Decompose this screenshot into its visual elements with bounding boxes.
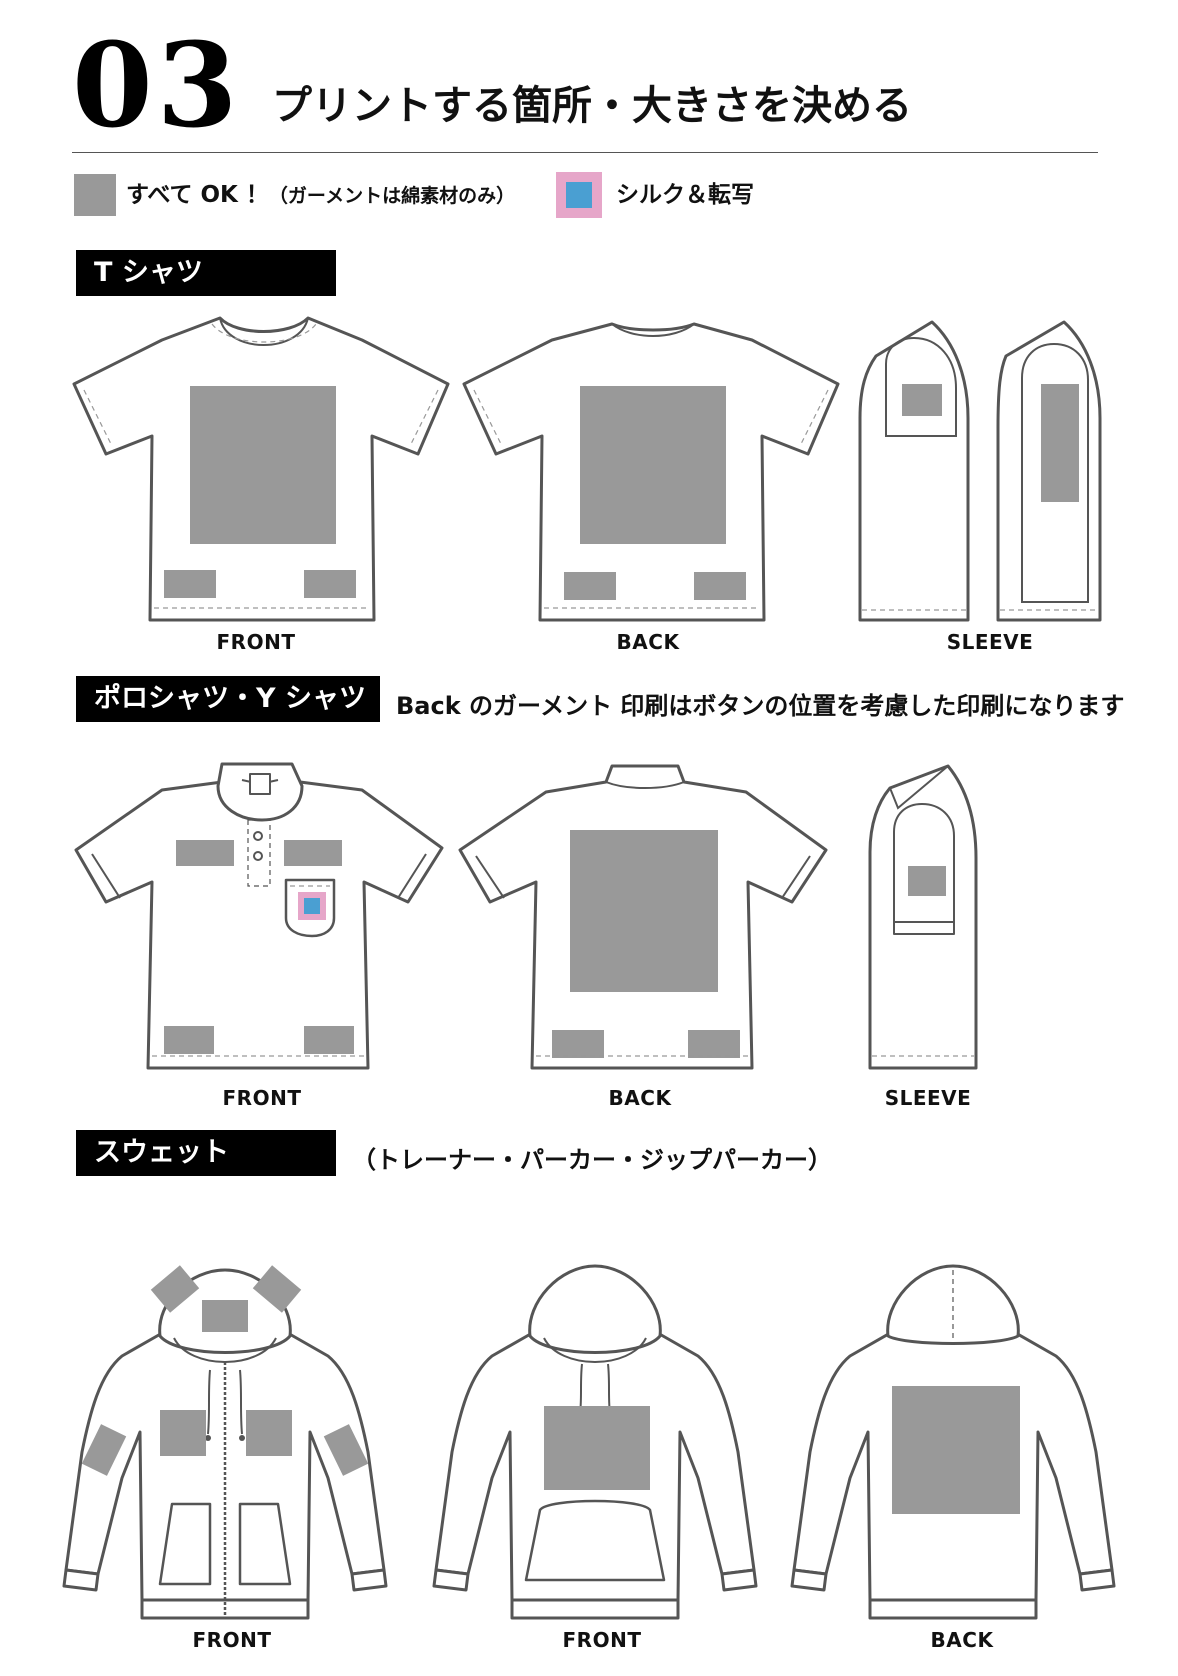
polo-front-hem-right-area — [304, 1026, 354, 1054]
polo-front-chest-left-area — [176, 840, 234, 866]
tshirt-back-hem-left-area — [564, 572, 616, 600]
polo-back-label: BACK — [608, 1086, 672, 1110]
tshirt-sleeve-short-print-area — [902, 384, 942, 416]
legend-all-ok-label: すべて OK ！ — [126, 182, 269, 208]
tshirt-sleeve-illustration — [858, 320, 1102, 622]
tshirt-sleeve-label: SLEEVE — [946, 630, 1034, 654]
zip-hoodie-front-label: FRONT — [192, 1628, 272, 1652]
tshirt-back-illustration — [462, 322, 840, 622]
tshirt-front-hem-left-area — [164, 570, 216, 598]
tshirt-front-hem-right-area — [304, 570, 356, 598]
polo-back-illustration — [458, 764, 828, 1070]
tshirt-sleeve-long-print-area — [1041, 384, 1079, 502]
section-polo-note: Back のガーメント 印刷はボタンの位置を考慮した印刷になります — [396, 692, 1125, 720]
tshirt-front-label: FRONT — [216, 630, 296, 654]
hoodie-back-print-area — [892, 1386, 1020, 1514]
tshirt-front-print-area — [190, 386, 336, 544]
zip-hood-left-area — [150, 1265, 200, 1313]
title-divider — [72, 152, 1098, 153]
polo-back-hem-left-area — [552, 1030, 604, 1058]
tshirt-back-label: BACK — [616, 630, 680, 654]
polo-back-hem-right-area — [688, 1030, 740, 1058]
hoodie-front-illustration — [432, 1264, 758, 1620]
zip-hood-center-area — [202, 1300, 248, 1332]
polo-front-illustration — [74, 762, 444, 1070]
page-title: プリントする箇所・大きさを決める — [272, 83, 912, 129]
section-sweat-title: スウェット — [76, 1130, 336, 1176]
hoodie-front-print-area — [544, 1406, 650, 1490]
legend-silk-swatch-inner — [566, 182, 592, 208]
legend-all-ok-note: （ガーメントは綿素材のみ） — [268, 185, 516, 207]
polo-sleeve-print-area — [908, 866, 946, 896]
polo-sleeve-label: SLEEVE — [884, 1086, 972, 1110]
zip-arm-right-area — [323, 1424, 369, 1476]
legend-all-ok: すべて OK ！（ガーメントは綿素材のみ） — [126, 184, 515, 207]
zip-arm-left-area — [81, 1424, 127, 1476]
tshirt-front-illustration — [72, 316, 450, 622]
section-number: 03 — [72, 18, 242, 154]
polo-front-label: FRONT — [222, 1086, 302, 1110]
section-sweat-note: （トレーナー・パーカー・ジップパーカー） — [352, 1146, 832, 1174]
zip-chest-left-area — [160, 1410, 206, 1456]
polo-back-print-area — [570, 830, 718, 992]
tshirt-back-hem-right-area — [694, 572, 746, 600]
hoodie-back-label: BACK — [930, 1628, 994, 1652]
zip-hood-right-area — [252, 1265, 302, 1313]
tshirt-back-print-area — [580, 386, 726, 544]
hoodie-front-label: FRONT — [562, 1628, 642, 1652]
legend-print-area-swatch — [74, 174, 116, 216]
polo-pocket-silk-inner — [304, 898, 320, 914]
zip-chest-right-area — [246, 1410, 292, 1456]
polo-sleeve-illustration — [868, 764, 978, 1070]
polo-front-chest-right-area — [284, 840, 342, 866]
zip-hoodie-front-illustration — [62, 1265, 388, 1620]
section-polo-title: ポロシャツ・Y シャツ — [76, 676, 380, 722]
polo-front-hem-left-area — [164, 1026, 214, 1054]
section-tshirt-title: T シャツ — [76, 250, 336, 296]
legend-silk-label: シルク＆転写 — [616, 182, 754, 208]
hoodie-back-illustration — [790, 1264, 1116, 1620]
